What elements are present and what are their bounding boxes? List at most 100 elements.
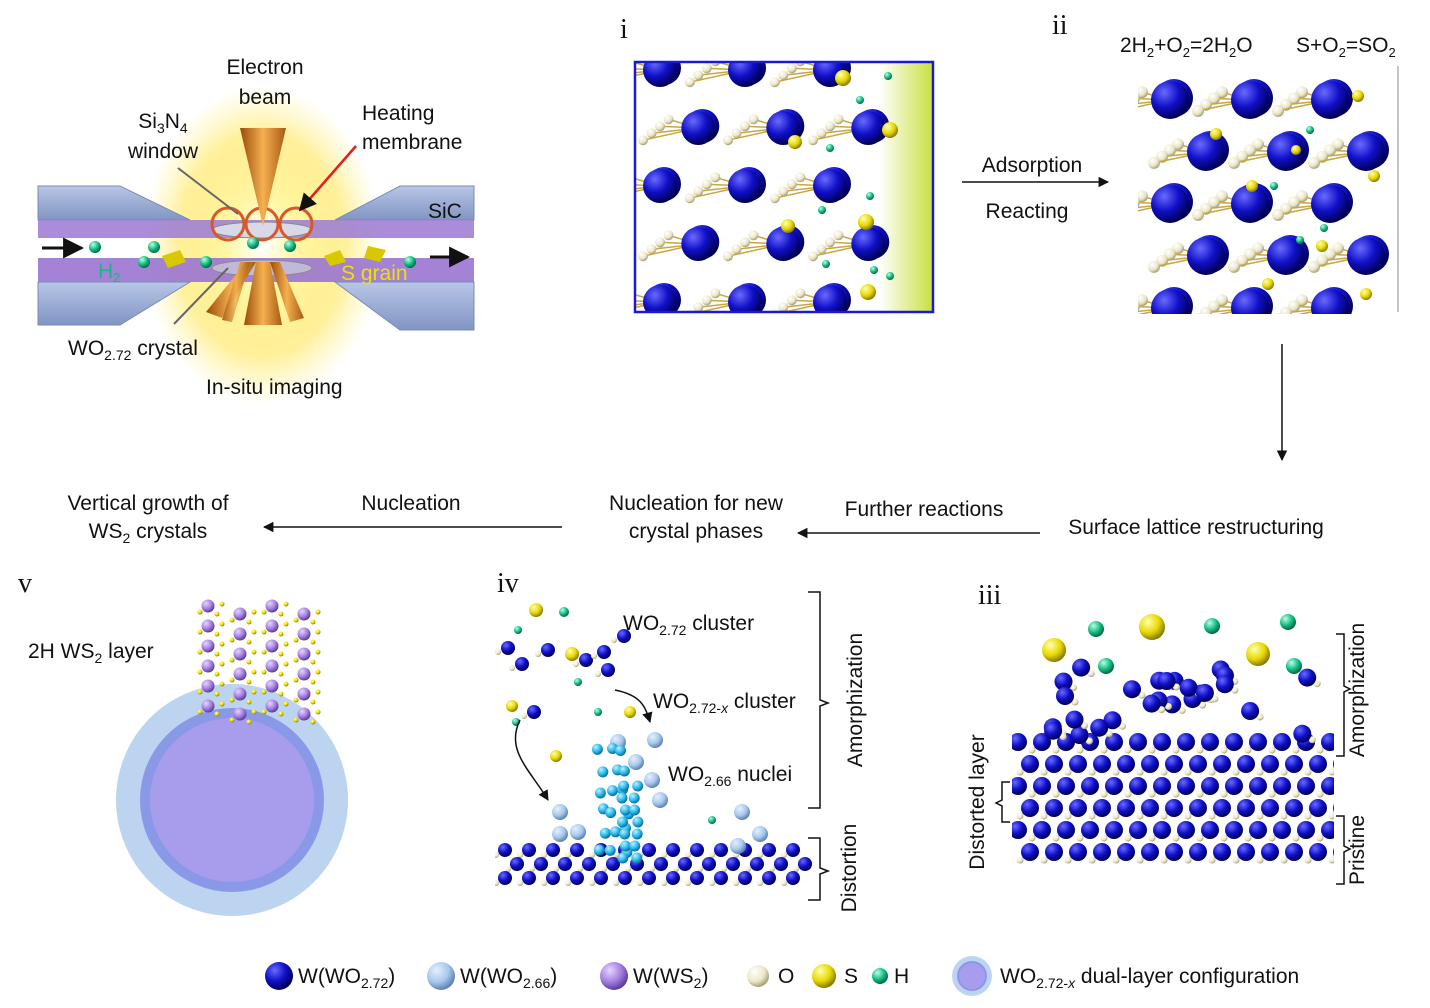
oxygen-atom: [1244, 790, 1252, 798]
oxygen-atom: [649, 866, 655, 872]
oxygen-atom: [495, 852, 499, 858]
oxygen-atom: [825, 237, 835, 248]
tungsten-atom: [728, 285, 762, 312]
oxygen-atom: [808, 251, 818, 262]
oxygen-atom: [1005, 791, 1012, 798]
sulfur-atom: [246, 639, 252, 645]
oxygen-atom: [697, 866, 703, 872]
sulfur-atom: [229, 617, 235, 623]
oxygen-atom: [1268, 834, 1276, 842]
panel-iv-atoms: [495, 603, 812, 886]
tungsten-266-atom: [730, 838, 746, 854]
tungsten-atom: [1241, 702, 1260, 720]
tungsten-atom: [1213, 843, 1231, 861]
oxygen-atom: [608, 186, 618, 196]
tungsten-atom: [1285, 799, 1303, 817]
tungsten-atom: [1237, 755, 1255, 773]
tungsten-atom: [498, 843, 512, 857]
hydrogen-atom: [1320, 224, 1328, 232]
sulfur-atom: [219, 641, 225, 647]
hydrogen-atom: [1280, 614, 1296, 630]
hydrogen-atom: [866, 192, 874, 200]
tungsten-atom: [1231, 289, 1269, 314]
tungsten-atom: [1201, 777, 1219, 795]
tungsten-266-atom: [752, 826, 768, 842]
sulfur-atom: [624, 706, 636, 718]
amorphization-label-iv: Amorphization: [844, 633, 867, 767]
oxygen-atom: [1081, 722, 1088, 730]
legend: W(WO2.72) W(WO2.66) W(WS2) O S H WO2.72-…: [265, 956, 1299, 996]
tungsten-atom: [642, 871, 656, 885]
tungsten-atom: [1151, 81, 1189, 119]
sulfur-atom: [197, 669, 203, 675]
oxygen-atom: [685, 852, 691, 858]
sulfur-atom: [246, 699, 252, 705]
tungsten-atom: [1069, 843, 1087, 861]
nuclei-atom: [629, 804, 641, 816]
oxygen-atom: [655, 237, 665, 248]
tungsten-atom: [1165, 799, 1183, 817]
heating-glow: [142, 85, 382, 405]
sulfur-atom: [214, 671, 220, 677]
oxygen-atom: [589, 880, 595, 886]
tungsten-266-atom: [644, 772, 660, 788]
tungsten-atom: [546, 871, 560, 885]
nuclei-atom: [599, 827, 611, 839]
oxygen-atom: [591, 653, 597, 659]
distorted-layer-label: Distorted layer: [966, 734, 989, 869]
sulfur-atom: [310, 639, 316, 645]
tungsten-ws2-atom: [233, 627, 247, 641]
tungsten-atom: [1177, 821, 1195, 839]
tungsten-atom: [813, 285, 847, 312]
oxygen-atom: [1016, 768, 1024, 776]
tungsten-atom: [666, 871, 680, 885]
amorphization-label-iii: Amorphization: [1346, 623, 1369, 757]
oxygen-atom: [1052, 834, 1060, 842]
oxygen-atom: [1088, 812, 1096, 820]
panel-label-i: i: [620, 14, 628, 45]
oxygen-atom: [553, 866, 559, 872]
oxygen-atom: [781, 852, 787, 858]
sulfur-atom: [251, 609, 257, 615]
oxygen-atom: [748, 230, 759, 241]
oxygen-atom: [1138, 86, 1148, 99]
tungsten-atom: [1072, 658, 1091, 677]
tungsten-atom: [1297, 821, 1315, 839]
tungsten-atom: [1309, 755, 1327, 773]
tungsten-atom: [1153, 777, 1171, 795]
sulfur-atom: [1139, 614, 1165, 640]
nuclei-atom: [618, 765, 630, 777]
tungsten-atom: [1056, 687, 1074, 705]
panel-label-ii: ii: [1052, 10, 1068, 41]
oxygen-atom: [757, 880, 763, 886]
tungsten-atom: [1177, 733, 1195, 751]
oxygen-atom: [1256, 812, 1264, 820]
hydrogen-atom: [822, 260, 830, 268]
sulfur-atom: [550, 750, 562, 762]
hydrogen-atom: [884, 72, 892, 80]
oxygen-atom: [1138, 190, 1148, 203]
legend-s-label: S: [844, 965, 858, 988]
tungsten-atom: [570, 871, 584, 885]
tungsten-ws2-atom: [297, 627, 311, 641]
sulfur-atom: [278, 691, 284, 697]
tungsten-atom: [786, 871, 800, 885]
sulfur-atom: [1246, 180, 1258, 192]
migration-arrow: [514, 719, 549, 801]
heating-coil: [278, 206, 314, 242]
tungsten-atom: [726, 857, 740, 871]
legend-dual-label: WO2.72-x dual-layer configuration: [1000, 965, 1299, 991]
tungsten-atom: [1321, 777, 1334, 795]
tungsten-ws2-atom: [201, 659, 215, 673]
oxygen-atom: [1308, 736, 1316, 744]
oxygen-atom: [661, 852, 667, 858]
sulfur-atom: [293, 717, 299, 723]
oxygen-atom: [1272, 104, 1284, 117]
oxygen-atom: [825, 121, 835, 132]
legend-w266-label: W(WO2.66): [460, 965, 557, 991]
tungsten-atom: [1065, 710, 1084, 729]
tungsten-266-atom: [652, 792, 668, 808]
tungsten-ws2-atom: [265, 699, 279, 713]
tungsten-atom: [1105, 777, 1123, 795]
sulfur-atom: [310, 619, 316, 625]
